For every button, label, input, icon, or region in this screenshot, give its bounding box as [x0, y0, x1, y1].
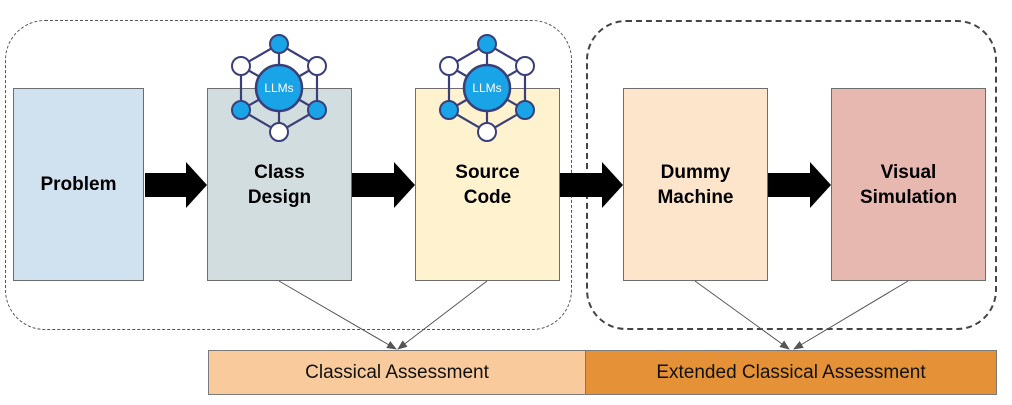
- visual-simulation-box: Visual Simulation: [831, 88, 986, 281]
- extended-assessment-bar: Extended Classical Assessment: [585, 350, 997, 395]
- llm-badge-label: LLMs: [472, 81, 501, 95]
- source-code-label: Source Code: [455, 161, 520, 208]
- connector-visual-to-extended: [793, 280, 909, 350]
- dummy-machine-label: Dummy Machine: [657, 161, 734, 208]
- arrow-source-to-dummy: [560, 162, 623, 208]
- arrow-problem-to-class: [145, 162, 207, 208]
- arrow-dummy-to-visual: [768, 162, 831, 208]
- connector-dummy-to-extended: [694, 280, 790, 350]
- problem-box: Problem: [13, 88, 144, 281]
- llm-network-icon: LLMs: [439, 34, 535, 142]
- class-design-label: Class Design: [247, 161, 312, 208]
- classical-assessment-bar: Classical Assessment: [208, 350, 586, 395]
- arrow-class-to-source: [352, 162, 415, 208]
- visual-simulation-label: Visual Simulation: [859, 161, 958, 208]
- llm-badge-label: LLMs: [264, 81, 293, 95]
- dummy-machine-box: Dummy Machine: [623, 88, 768, 281]
- problem-label: Problem: [40, 174, 117, 195]
- extended-assessment-label: Extended Classical Assessment: [656, 361, 926, 383]
- llm-network-icon: LLMs: [231, 34, 327, 142]
- classical-assessment-label: Classical Assessment: [305, 361, 489, 383]
- connector-class-to-classical: [278, 280, 397, 350]
- connector-source-to-classical: [397, 280, 488, 350]
